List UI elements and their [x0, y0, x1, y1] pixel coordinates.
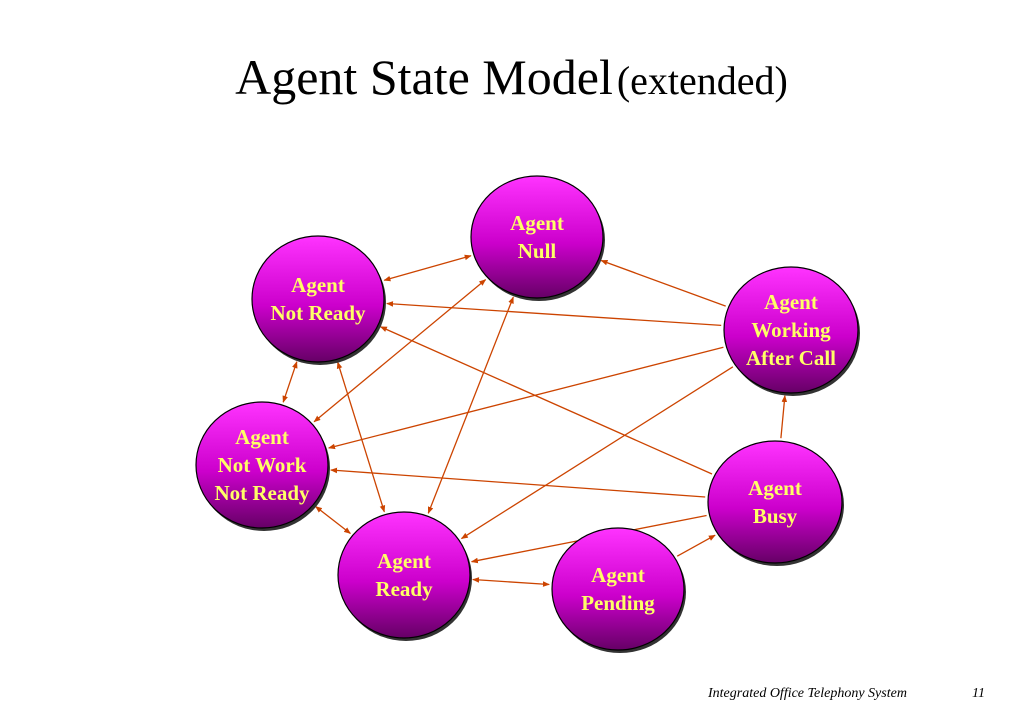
state-label-line: Pending: [581, 591, 655, 615]
state-label-line: Not Work: [218, 453, 307, 477]
state-node-circle: [251, 235, 385, 363]
footer-text: Integrated Office Telephony System: [708, 686, 907, 701]
state-label-line: Not Ready: [270, 301, 366, 325]
transition-arrow-working-after-call-to-ready: [460, 366, 734, 540]
state-label-line: Agent: [291, 273, 345, 297]
transition-arrow-pending-to-busy: [676, 534, 716, 557]
transition-arrow-busy-to-not-work-not-ready: [330, 467, 706, 498]
state-node-circle: [551, 527, 685, 651]
state-label-line: Busy: [753, 504, 798, 528]
transition-arrow-not-ready-to-null: [383, 254, 472, 282]
page-number: 11: [972, 686, 985, 701]
state-label-line: Null: [518, 239, 557, 263]
state-label-line: Agent: [764, 290, 818, 314]
state-node-circle: [723, 266, 859, 394]
state-node-circle: [470, 175, 604, 299]
transition-arrow-working-after-call-to-not-work-not-ready: [328, 346, 724, 450]
transition-arrow-busy-to-not-ready: [379, 326, 713, 475]
state-label-line: Ready: [375, 577, 433, 601]
state-label-line: Agent: [377, 549, 431, 573]
state-label-line: Working: [751, 318, 831, 342]
state-label-line: Agent: [748, 476, 802, 500]
state-node-circle: [337, 511, 471, 639]
transition-arrow-not-work-not-ready-to-ready: [315, 505, 351, 535]
title-subtitle: (extended): [616, 58, 788, 103]
state-label-line: Agent: [235, 425, 289, 449]
state-label-line: Agent: [510, 211, 564, 235]
state-label-line: Not Ready: [214, 481, 310, 505]
transition-arrow-ready-to-pending: [472, 577, 550, 587]
transition-arrow-not-ready-to-ready: [336, 361, 386, 513]
state-node-circle: [195, 401, 329, 529]
state-label-line: Agent: [591, 563, 645, 587]
transition-arrow-busy-to-working-after-call: [780, 395, 788, 439]
title-main: Agent State Model: [235, 49, 613, 105]
state-node-circle: [707, 440, 843, 564]
slide-title: Agent State Model (extended): [0, 52, 1023, 102]
transition-arrow-ready-to-null: [427, 296, 514, 514]
transition-arrow-not-ready-to-not-work-not-ready: [282, 361, 298, 403]
transition-arrow-working-after-call-to-null: [600, 259, 726, 307]
state-label-line: After Call: [746, 346, 836, 370]
transition-arrow-working-after-call-to-not-ready: [386, 301, 722, 327]
